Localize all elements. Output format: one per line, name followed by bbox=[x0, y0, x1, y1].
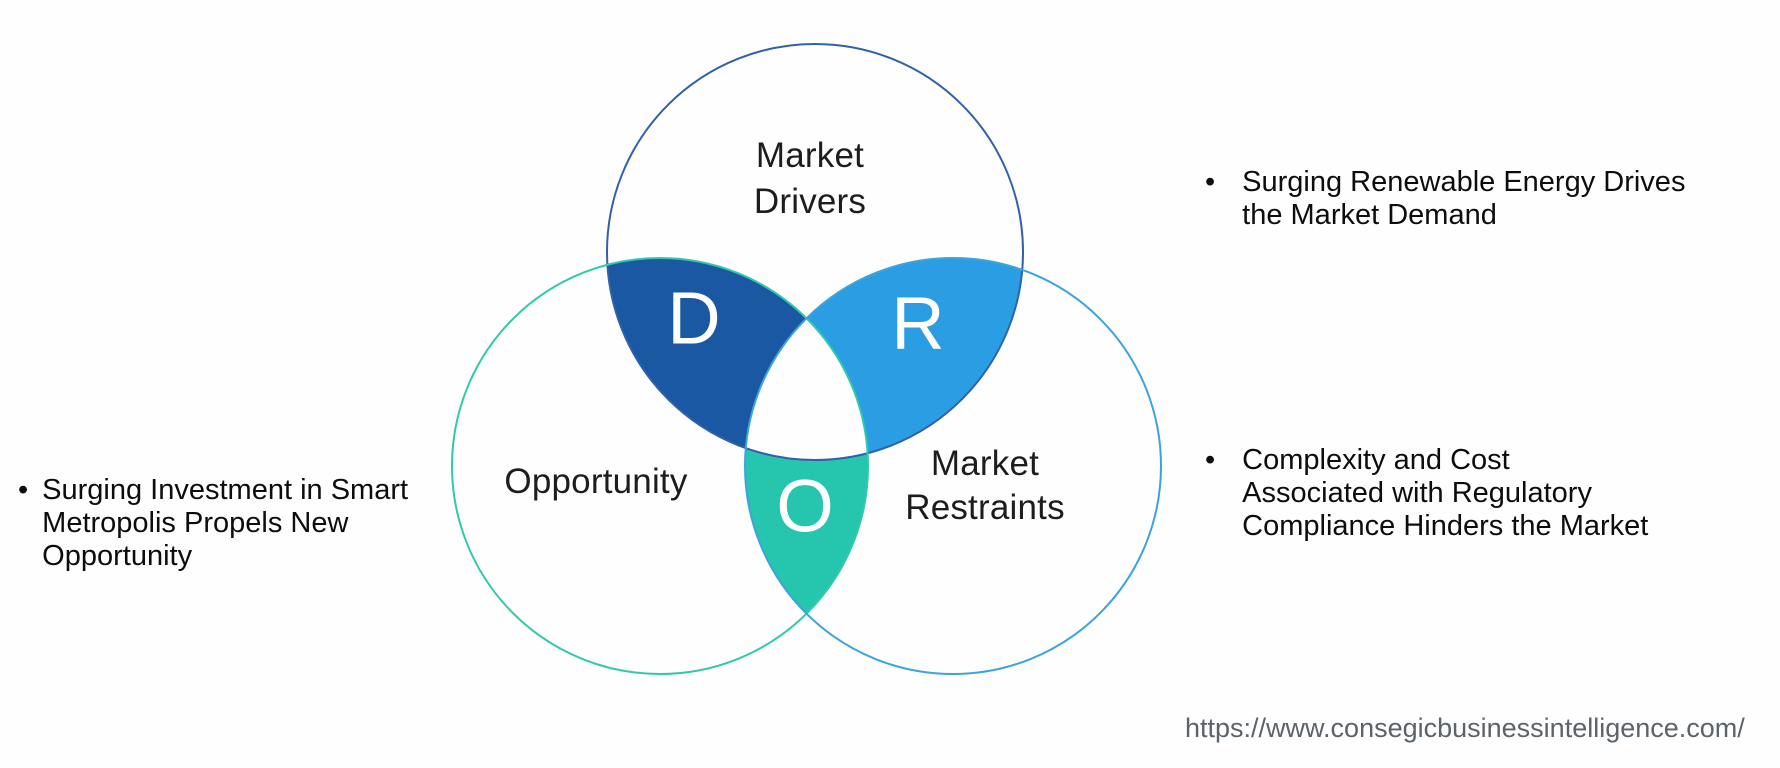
restraints-bullet-text: Complexity and Cost Associated with Regu… bbox=[1242, 444, 1648, 543]
restraints-bullet-line2: Associated with Regulatory bbox=[1242, 477, 1592, 509]
source-url: https://www.consegicbusinessintelligence… bbox=[1185, 713, 1745, 743]
restraints-label-line2: Restraints bbox=[905, 488, 1065, 527]
drivers-circle-outline bbox=[606, 43, 1024, 461]
opportunity-bullet-line2: Metropolis Propels New bbox=[42, 507, 349, 539]
opportunity-bullet-line1: Surging Investment in Smart bbox=[42, 474, 409, 506]
drivers-bullet-line2: the Market Demand bbox=[1242, 199, 1497, 231]
opportunity-bullet-line3: Opportunity bbox=[42, 540, 193, 572]
bullet-marker: • bbox=[1205, 444, 1216, 476]
opportunity-circle-outline bbox=[451, 257, 869, 675]
restraints-bullet-line1: Complexity and Cost bbox=[1242, 444, 1510, 476]
drivers-bullet-line1: Surging Renewable Energy Drives bbox=[1242, 166, 1686, 198]
restraints-label-line1: Market bbox=[930, 444, 1040, 483]
drivers-label-line2: Drivers bbox=[753, 182, 867, 221]
opportunity-bullet-text: Surging Investment in Smart Metropolis P… bbox=[42, 474, 408, 573]
opportunity-bullet-item: • Surging Investment in Smart Metropolis… bbox=[18, 474, 408, 573]
restraints-circle-outline bbox=[744, 257, 1162, 675]
drivers-label: Market Drivers bbox=[754, 133, 866, 225]
drivers-bullet-item: • Surging Renewable Energy Drives the Ma… bbox=[1205, 166, 1685, 232]
restraints-bullet-item: • Complexity and Cost Associated with Re… bbox=[1205, 444, 1648, 543]
restraints-bullet-line3: Compliance Hinders the Market bbox=[1242, 510, 1649, 542]
opportunity-label: Opportunity bbox=[504, 462, 688, 501]
bullet-marker: • bbox=[1205, 166, 1216, 198]
drivers-label-line1: Market bbox=[755, 136, 865, 175]
restraints-label: Market Restraints bbox=[905, 442, 1065, 530]
letter-r: R bbox=[891, 281, 945, 365]
letter-o: O bbox=[776, 464, 834, 548]
drivers-bullet-text: Surging Renewable Energy Drives the Mark… bbox=[1242, 166, 1685, 232]
bullet-marker: • bbox=[18, 474, 29, 506]
letter-d: D bbox=[667, 276, 721, 360]
opportunity-restraints-overlap bbox=[452, 258, 868, 674]
